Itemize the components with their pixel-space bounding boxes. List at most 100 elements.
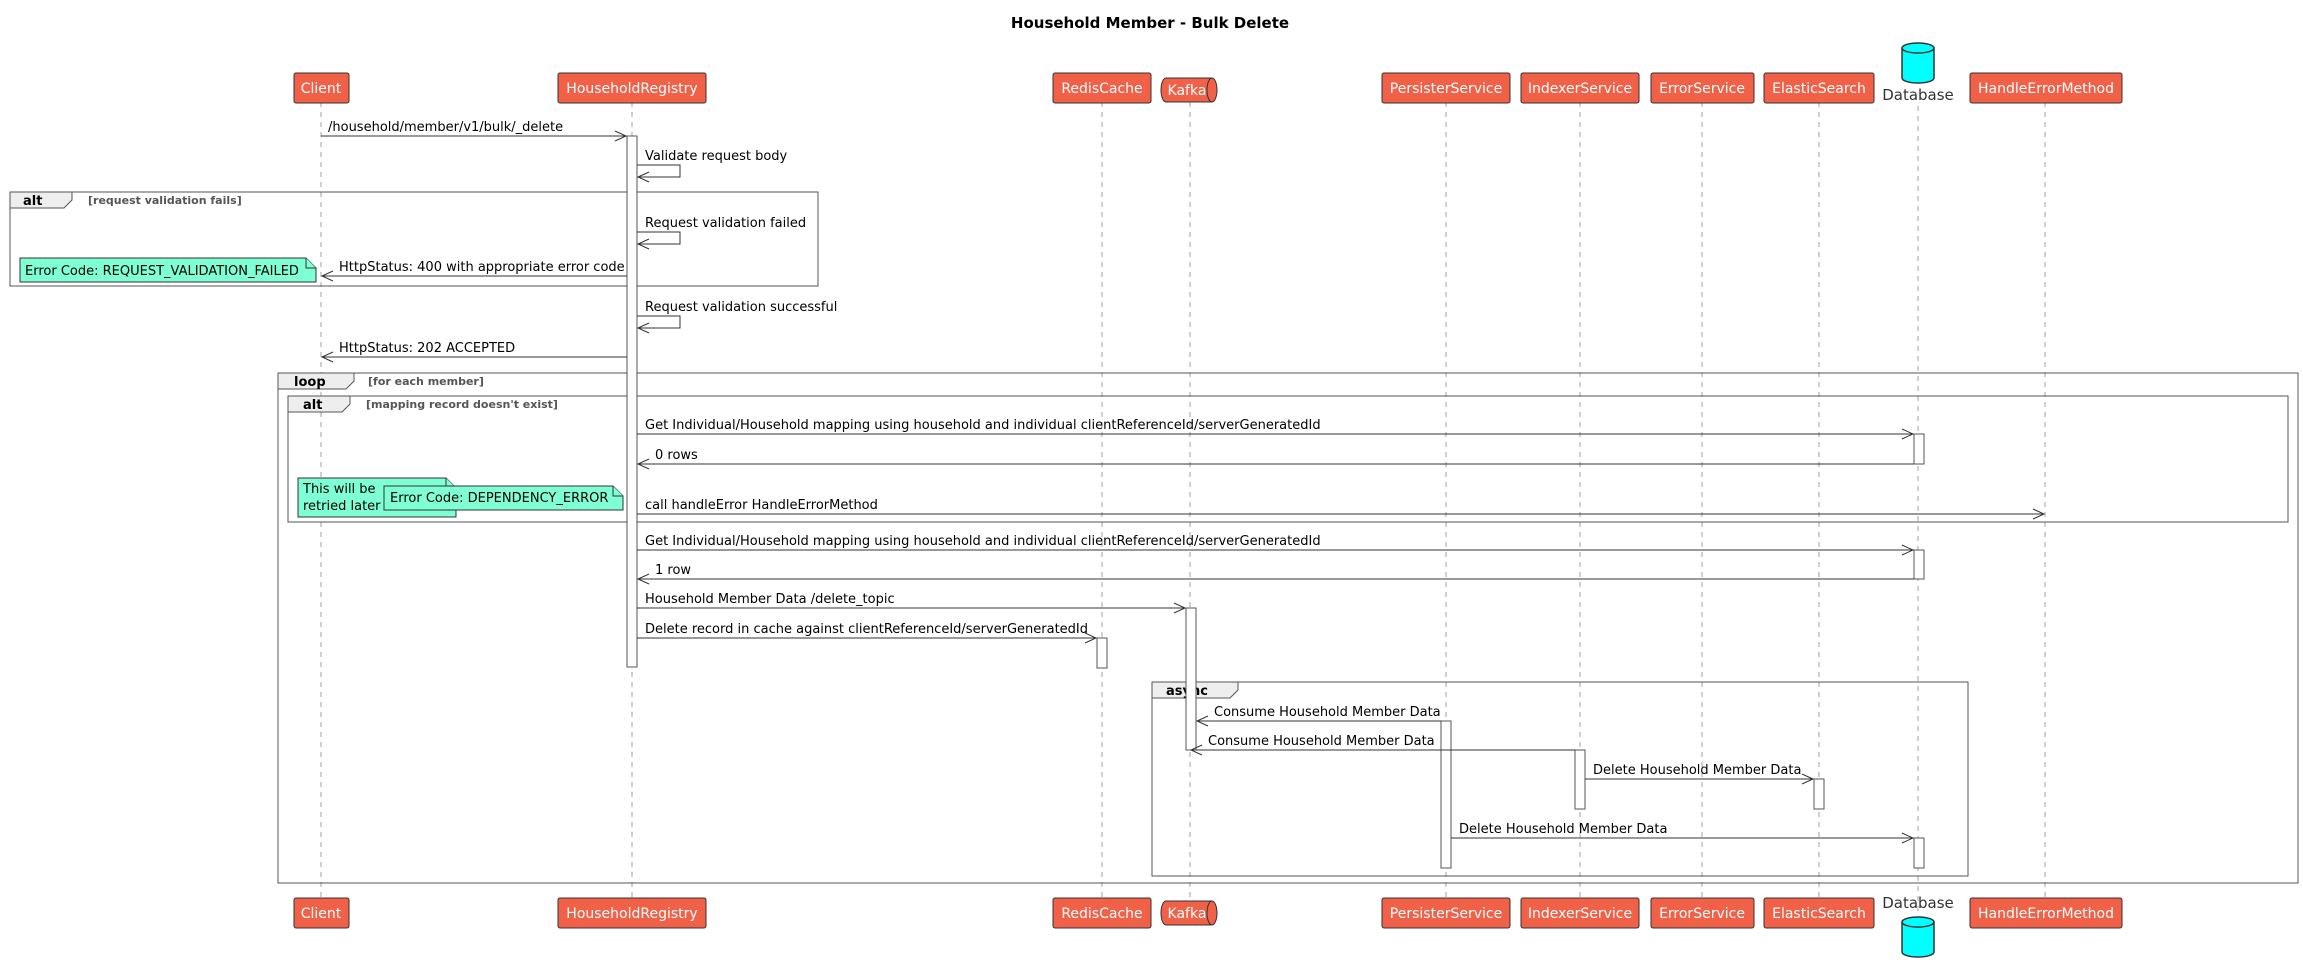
activation-persister xyxy=(1440,720,1452,869)
note-text: retried later xyxy=(303,499,381,514)
participant-label: ErrorService xyxy=(1659,81,1745,97)
fragment-guard: [mapping record doesn't exist] xyxy=(366,398,558,411)
fragment-frame xyxy=(287,395,2289,523)
message-label: Consume Household Member Data xyxy=(1208,734,1435,749)
message: Consume Household Member Data xyxy=(1189,734,1575,756)
participants-bottom: Client HouseholdRegistry RedisCache Kafk… xyxy=(293,894,2123,958)
message-label: Delete Household Member Data xyxy=(1459,822,1667,837)
message-label: HttpStatus: 400 with appropriate error c… xyxy=(339,260,625,275)
participant-label: ErrorService xyxy=(1659,906,1745,922)
notes: Error Code: REQUEST_VALIDATION_FAILED Th… xyxy=(19,257,624,518)
message: call handleError HandleErrorMethod xyxy=(637,498,2046,520)
fragment-kind: alt xyxy=(23,194,42,209)
note-text: This will be xyxy=(302,482,376,497)
fragment-loop-members: loop [for each member] xyxy=(277,372,2299,884)
message: 0 rows xyxy=(636,448,1914,470)
activation-database xyxy=(1913,549,1925,580)
participant-kafka: Kafka xyxy=(1160,77,1218,103)
fragment-tab xyxy=(287,395,351,413)
participant-label: Client xyxy=(301,81,342,97)
participant-error: ErrorService xyxy=(1650,72,1755,104)
participant-label: Database xyxy=(1882,86,1954,104)
activation-elastic xyxy=(1813,778,1825,810)
activation-redis xyxy=(1096,637,1108,669)
message: Consume Household Member Data xyxy=(1195,705,1441,727)
message-label: Consume Household Member Data xyxy=(1214,705,1441,720)
fragment-guard: [for each member] xyxy=(368,375,484,388)
message-label: 0 rows xyxy=(655,448,698,463)
participant-label: RedisCache xyxy=(1061,81,1142,97)
participant-registry: HouseholdRegistry xyxy=(557,897,707,929)
diagram-title: Household Member - Bulk Delete xyxy=(1011,14,1289,32)
participant-label: IndexerService xyxy=(1528,81,1632,97)
participant-indexer: IndexerService xyxy=(1520,897,1640,929)
message-label: Get Individual/Household mapping using h… xyxy=(645,418,1321,433)
participant-label: RedisCache xyxy=(1061,906,1142,922)
message-self: Validate request body xyxy=(636,149,788,183)
note-dependency-error: Error Code: DEPENDENCY_ERROR xyxy=(383,485,624,511)
message: Delete Household Member Data xyxy=(1451,822,1915,844)
participant-label: IndexerService xyxy=(1528,906,1632,922)
fragment-frame xyxy=(9,191,819,287)
participant-handler: HandleErrorMethod xyxy=(1969,897,2123,929)
message: Get Individual/Household mapping using h… xyxy=(637,418,1915,440)
participant-kafka: Kafka xyxy=(1160,900,1218,926)
activation-database xyxy=(1913,433,1925,465)
participant-client: Client xyxy=(293,72,350,104)
message-label: HttpStatus: 202 ACCEPTED xyxy=(339,341,515,356)
participant-database: Database xyxy=(1882,894,1954,958)
participant-redis: RedisCache xyxy=(1052,897,1152,929)
message: /household/member/v1/bulk/_delete xyxy=(321,120,628,142)
note-request-validation-failed: Error Code: REQUEST_VALIDATION_FAILED xyxy=(19,257,317,283)
messages: /household/member/v1/bulk/_delete Valida… xyxy=(320,120,2046,844)
fragment-guard: [request validation fails] xyxy=(88,194,242,207)
participant-label: PersisterService xyxy=(1390,81,1502,97)
participant-persister: PersisterService xyxy=(1381,72,1511,104)
message-self: Request validation successful xyxy=(636,300,837,334)
message: HttpStatus: 202 ACCEPTED xyxy=(320,341,627,363)
activation-indexer xyxy=(1574,749,1586,810)
fragment-frame xyxy=(1151,681,1969,877)
participant-label: ElasticSearch xyxy=(1772,81,1866,97)
participant-indexer: IndexerService xyxy=(1520,72,1640,104)
participant-label: ElasticSearch xyxy=(1772,906,1866,922)
activation-database xyxy=(1913,837,1925,869)
participant-label: HandleErrorMethod xyxy=(1978,906,2114,922)
message-label: Delete Household Member Data xyxy=(1593,763,1801,778)
message-label: Get Individual/Household mapping using h… xyxy=(645,534,1321,549)
message-label: Delete record in cache against clientRef… xyxy=(645,622,1088,637)
message: Household Member Data /delete_topic xyxy=(637,592,1187,614)
activation-registry xyxy=(626,135,638,668)
fragment-frame xyxy=(277,372,2299,884)
fragment-tab xyxy=(277,372,355,390)
message: Delete record in cache against clientRef… xyxy=(637,622,1098,644)
participant-error: ErrorService xyxy=(1650,897,1755,929)
note-text: Error Code: REQUEST_VALIDATION_FAILED xyxy=(25,264,299,279)
message: 1 row xyxy=(636,563,1914,585)
message-label: 1 row xyxy=(655,563,691,578)
message-label: Request validation failed xyxy=(645,216,806,231)
participant-label: Kafka xyxy=(1168,83,1207,99)
message-label: Request validation successful xyxy=(645,300,837,315)
participant-registry: HouseholdRegistry xyxy=(557,72,707,104)
participant-label: Client xyxy=(301,906,342,922)
activation-kafka xyxy=(1185,607,1197,751)
participant-handler: HandleErrorMethod xyxy=(1969,72,2123,104)
participant-elastic: ElasticSearch xyxy=(1763,72,1875,104)
participants-top: Client HouseholdRegistry RedisCache Kafk… xyxy=(293,42,2123,104)
participant-client: Client xyxy=(293,897,350,929)
fragment-kind: loop xyxy=(294,375,326,390)
participant-label: Kafka xyxy=(1168,906,1207,922)
message: Get Individual/Household mapping using h… xyxy=(637,534,1915,556)
participant-elastic: ElasticSearch xyxy=(1763,897,1875,929)
participant-redis: RedisCache xyxy=(1052,72,1152,104)
message: Delete Household Member Data xyxy=(1585,763,1815,785)
participant-label: HouseholdRegistry xyxy=(566,906,697,922)
message: HttpStatus: 400 with appropriate error c… xyxy=(320,260,627,282)
message-label: Validate request body xyxy=(645,149,788,164)
message-self: Request validation failed xyxy=(636,216,806,250)
participant-label: HouseholdRegistry xyxy=(566,81,697,97)
participant-database: Database xyxy=(1882,42,1954,104)
fragment-alt-validation: alt [request validation fails] xyxy=(9,191,819,287)
